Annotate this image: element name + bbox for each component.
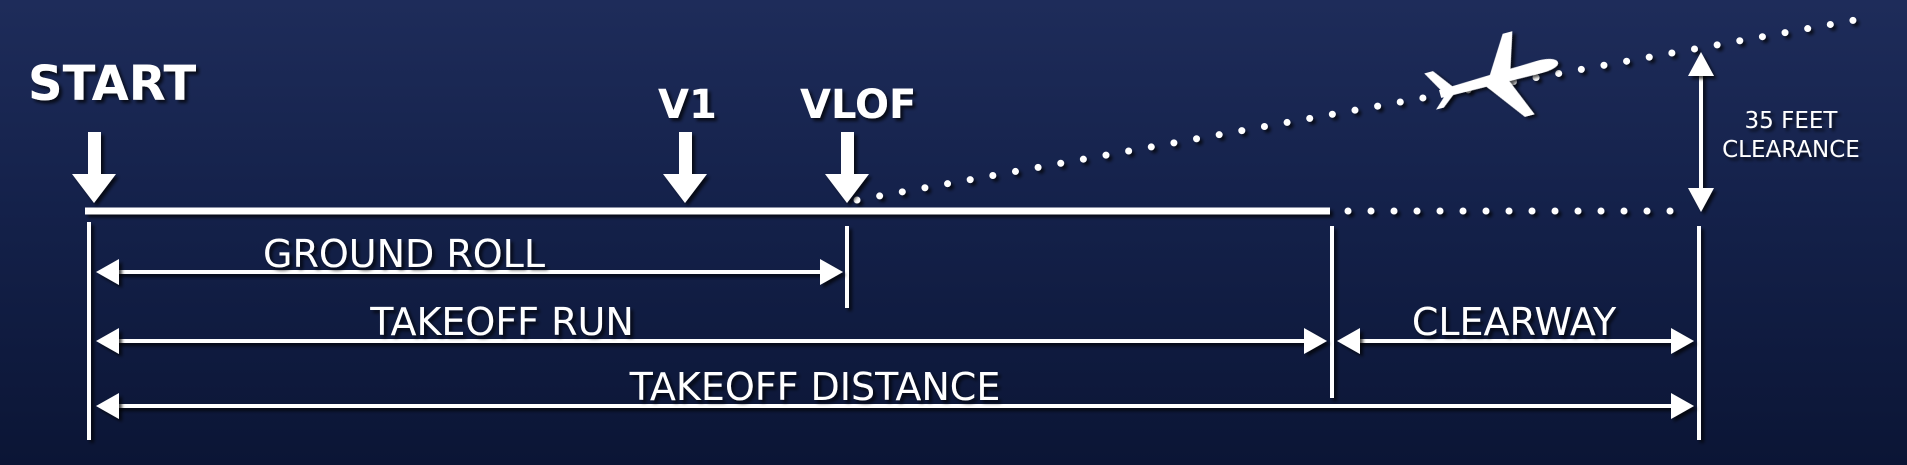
- takeoff-distance-left-arrowhead: [96, 393, 119, 419]
- clearway-label: CLEARWAY: [1412, 300, 1617, 344]
- clearway-left-arrowhead: [1337, 328, 1360, 354]
- clearance-label-line2: CLEARANCE: [1722, 137, 1860, 163]
- ground-roll-left-arrowhead: [96, 259, 119, 285]
- climb-path-dotted-line: [853, 16, 1859, 204]
- airplane-icon: [1424, 31, 1559, 117]
- takeoff-run-label: TAKEOFF RUN: [369, 300, 634, 344]
- vlof-label: VLOF: [800, 82, 916, 128]
- clearance-top-arrowhead: [1688, 52, 1714, 76]
- v1-label: V1: [658, 82, 717, 128]
- takeoff-distance-label: TAKEOFF DISTANCE: [629, 365, 1001, 409]
- takeoff-distance-right-arrowhead: [1671, 393, 1694, 419]
- ground-roll-right-arrowhead: [820, 259, 843, 285]
- takeoff-run-left-arrowhead: [96, 328, 119, 354]
- clearway-right-arrowhead: [1671, 328, 1694, 354]
- start-down-arrow-icon: [72, 132, 116, 203]
- start-label: START: [28, 56, 197, 112]
- v1-down-arrow-icon: [663, 132, 707, 203]
- vlof-down-arrow-icon: [825, 132, 869, 203]
- clearance-label-line1: 35 FEET: [1745, 108, 1839, 134]
- clearance-bottom-arrowhead: [1688, 188, 1714, 212]
- takeoff-run-right-arrowhead: [1304, 328, 1327, 354]
- ground-roll-label: GROUND ROLL: [263, 232, 545, 276]
